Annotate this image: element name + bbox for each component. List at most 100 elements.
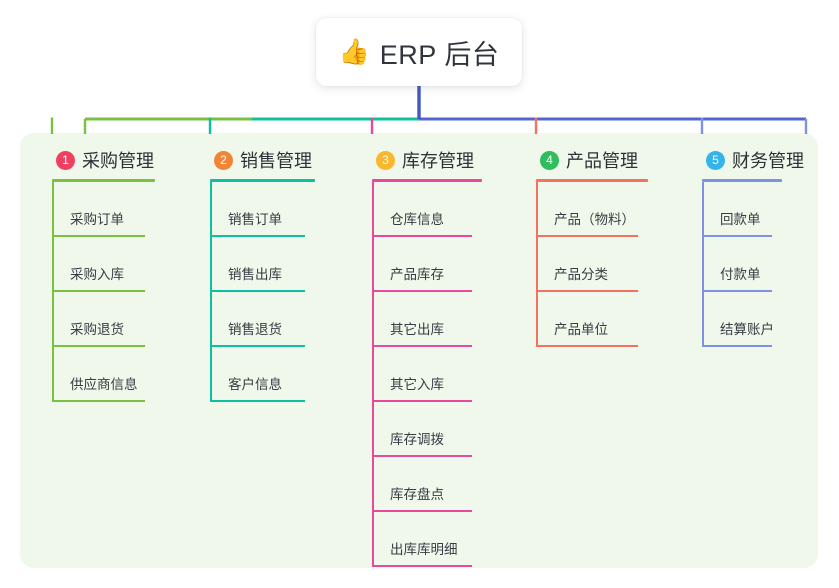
column-财务管理: 5 财务管理回款单付款单结算账户 [692, 148, 818, 347]
thumbs-up-icon: 👍 [338, 37, 370, 66]
leaf-label: 产品库存 [390, 267, 444, 282]
leaf-label: 销售订单 [228, 212, 282, 227]
leaf-rule [52, 345, 145, 347]
column-header-rule [210, 179, 315, 182]
leaf-label: 客户信息 [228, 377, 282, 392]
leaf-item[interactable]: 其它出库 [362, 292, 514, 347]
leaf-connector [372, 292, 374, 347]
leaf-label: 回款单 [720, 212, 761, 227]
leaf-item[interactable]: 采购订单 [42, 182, 192, 237]
leaf-label: 出库库明细 [390, 542, 458, 557]
leaf-rule [536, 290, 638, 292]
leaf-rule [52, 290, 145, 292]
leaf-connector [536, 237, 538, 292]
leaf-item[interactable]: 结算账户 [692, 292, 818, 347]
column-badge-2: 2 [214, 150, 233, 170]
leaf-connector [372, 237, 374, 292]
leaf-rule [210, 290, 305, 292]
leaf-connector [536, 292, 538, 347]
leaf-connector [372, 347, 374, 402]
leaf-rule [372, 455, 472, 457]
leaf-item[interactable]: 仓库信息 [362, 182, 514, 237]
column-badge-4: 4 [540, 150, 559, 170]
leaf-label: 销售出库 [228, 267, 282, 282]
column-title: 库存管理 [402, 151, 474, 171]
leaf-item[interactable]: 采购退货 [42, 292, 192, 347]
leaf-rule [210, 345, 305, 347]
leaf-label: 采购订单 [70, 212, 124, 227]
leaf-rule [536, 345, 638, 347]
leaf-rule [372, 565, 472, 567]
leaf-rule [702, 290, 772, 292]
leaf-item[interactable]: 其它入库 [362, 347, 514, 402]
leaf-item[interactable]: 销售出库 [200, 237, 350, 292]
diagram-panel [20, 133, 818, 568]
leaf-rule [372, 235, 472, 237]
leaf-connector [210, 347, 212, 402]
leaf-label: 产品分类 [554, 267, 608, 282]
column-header-rule [372, 179, 482, 182]
leaf-rule [372, 510, 472, 512]
column-header-5[interactable]: 5 财务管理 [692, 148, 818, 172]
leaf-rule [536, 235, 638, 237]
column-header-rule [536, 179, 648, 182]
leaf-connector [52, 347, 54, 402]
leaf-item[interactable]: 采购入库 [42, 237, 192, 292]
leaf-label: 仓库信息 [390, 212, 444, 227]
column-badge-5: 5 [706, 150, 725, 170]
leaf-label: 采购退货 [70, 322, 124, 337]
leaf-item[interactable]: 产品分类 [526, 237, 676, 292]
leaf-item[interactable]: 销售订单 [200, 182, 350, 237]
leaf-rule [210, 235, 305, 237]
leaf-item[interactable]: 库存盘点 [362, 457, 514, 512]
column-title: 财务管理 [732, 151, 804, 171]
leaf-label: 结算账户 [720, 322, 774, 337]
leaf-item[interactable]: 供应商信息 [42, 347, 192, 402]
leaf-item[interactable]: 产品（物料） [526, 182, 676, 237]
leaf-label: 库存调拨 [390, 432, 444, 447]
leaf-connector [210, 237, 212, 292]
leaf-rule [372, 400, 472, 402]
leaf-label: 产品（物料） [554, 212, 635, 227]
leaf-label: 采购入库 [70, 267, 124, 282]
leaf-connector [702, 182, 704, 237]
leaf-item[interactable]: 出库库明细 [362, 512, 514, 567]
column-badge-1: 1 [56, 150, 75, 170]
leaf-label: 其它出库 [390, 322, 444, 337]
leaf-connector [210, 292, 212, 347]
leaf-rule [210, 400, 305, 402]
leaf-label: 产品单位 [554, 322, 608, 337]
column-header-rule [702, 179, 782, 182]
column-header-3[interactable]: 3 库存管理 [362, 148, 514, 172]
leaf-rule [372, 345, 472, 347]
leaf-rule [52, 235, 145, 237]
leaf-item[interactable]: 产品库存 [362, 237, 514, 292]
leaf-label: 销售退货 [228, 322, 282, 337]
leaf-item[interactable]: 付款单 [692, 237, 818, 292]
leaf-item[interactable]: 销售退货 [200, 292, 350, 347]
leaf-rule [372, 290, 472, 292]
root-node-card[interactable]: 👍 ERP 后台 [316, 18, 522, 86]
column-库存管理: 3 库存管理仓库信息产品库存其它出库其它入库库存调拨库存盘点出库库明细 [362, 148, 514, 567]
leaf-label: 供应商信息 [70, 377, 138, 392]
leaf-rule [52, 400, 145, 402]
leaf-label: 其它入库 [390, 377, 444, 392]
leaf-connector [52, 237, 54, 292]
leaf-item[interactable]: 客户信息 [200, 347, 350, 402]
leaf-connector [52, 292, 54, 347]
leaf-item[interactable]: 回款单 [692, 182, 818, 237]
leaf-rule [702, 345, 772, 347]
leaf-item[interactable]: 库存调拨 [362, 402, 514, 457]
leaf-connector [372, 182, 374, 237]
leaf-label: 库存盘点 [390, 487, 444, 502]
leaf-connector [210, 182, 212, 237]
leaf-connector [536, 182, 538, 237]
column-badge-3: 3 [376, 150, 395, 170]
leaf-item[interactable]: 产品单位 [526, 292, 676, 347]
